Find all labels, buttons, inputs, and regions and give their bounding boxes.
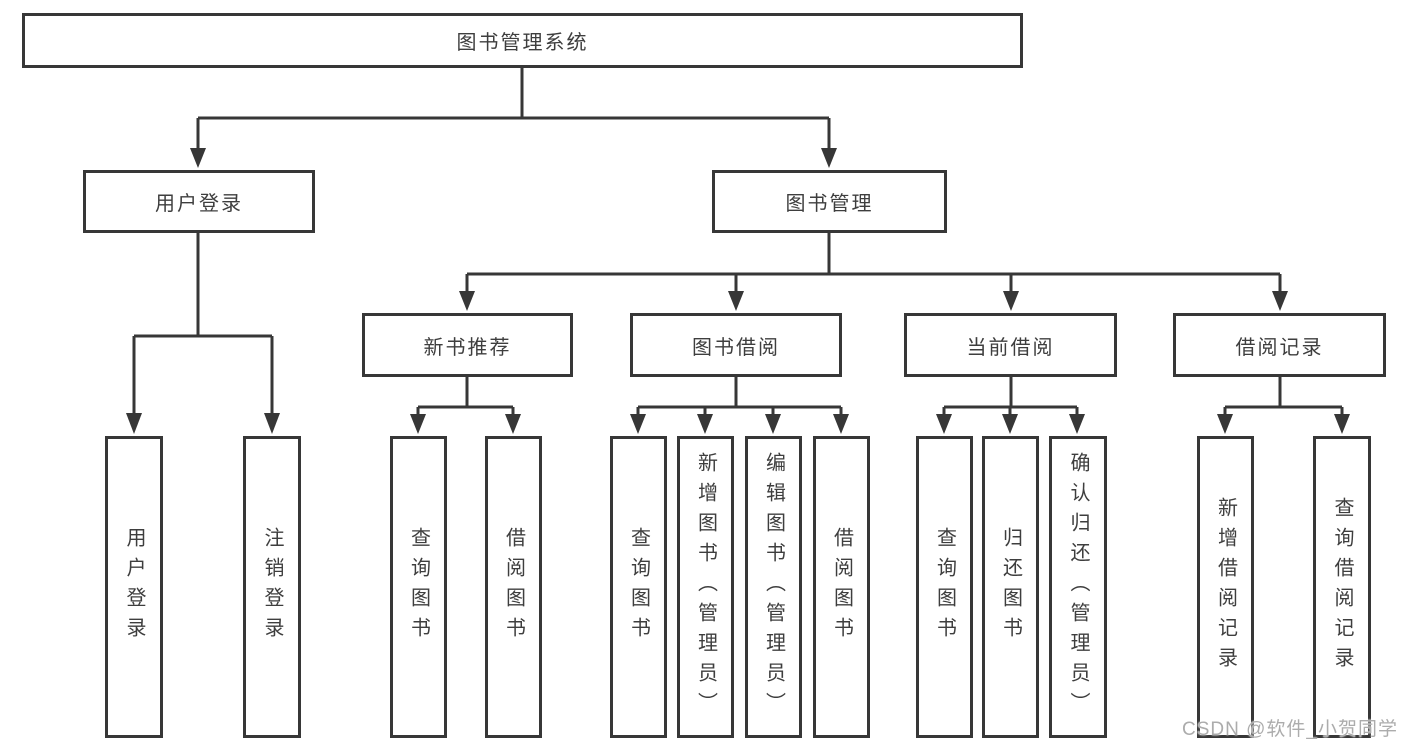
connector-borrowing-records-to-leaves: [1217, 377, 1350, 434]
leaf-add-borrow-record: 新增借阅记录: [1197, 436, 1254, 738]
leaf-return-books-label: 归还图书: [999, 527, 1022, 647]
node-current-borrowing: 当前借阅: [904, 313, 1117, 377]
watermark: CSDN @软件_小贺同学: [1182, 719, 1398, 740]
leaf-confirm-return-admin: 确认归还（管理员）: [1049, 436, 1107, 738]
leaf-query-books-current: 查询图书: [916, 436, 973, 738]
arrowhead: [833, 414, 849, 434]
arrowhead: [1334, 414, 1350, 434]
node-book-management: 图书管理: [712, 170, 947, 233]
node-book-borrowing-label: 图书借阅: [692, 336, 780, 359]
leaf-borrow-books-borrowing: 借阅图书: [813, 436, 870, 738]
node-borrowing-records: 借阅记录: [1173, 313, 1386, 377]
leaf-query-borrow-record-label: 查询借阅记录: [1331, 497, 1353, 677]
node-book-borrowing: 图书借阅: [630, 313, 842, 377]
arrowhead: [1272, 291, 1288, 311]
connector-root-to-level2: [190, 68, 837, 168]
leaf-add-book-admin: 新增图书（管理员）: [677, 436, 734, 738]
arrowhead: [765, 414, 781, 434]
arrowhead: [410, 414, 426, 434]
leaf-query-books-recommend: 查询图书: [390, 436, 447, 738]
connector-current-borrowing-to-leaves: [936, 377, 1085, 434]
arrowhead: [126, 413, 142, 434]
node-root-label: 图书管理系统: [456, 32, 589, 54]
arrowhead: [1069, 414, 1085, 434]
leaf-edit-book-admin: 编辑图书（管理员）: [745, 436, 802, 738]
arrowhead: [728, 291, 744, 311]
leaf-query-books-borrowing-label: 查询图书: [627, 527, 650, 647]
node-new-book-recommend-label: 新书推荐: [423, 336, 512, 359]
node-user-login-label: 用户登录: [155, 193, 243, 215]
leaf-query-books-current-label: 查询图书: [933, 527, 956, 647]
connector-user-login-to-leaves: [126, 233, 280, 434]
leaf-logout-label: 注销登录: [261, 527, 283, 647]
leaf-query-books-borrowing: 查询图书: [610, 436, 667, 738]
node-book-management-label: 图书管理: [785, 193, 874, 215]
leaf-query-borrow-record: 查询借阅记录: [1313, 436, 1371, 738]
connector-book-borrowing-to-leaves: [630, 377, 849, 434]
node-new-book-recommend: 新书推荐: [362, 313, 573, 377]
arrowhead: [1217, 414, 1233, 434]
arrowhead: [459, 291, 475, 311]
arrowhead: [697, 414, 713, 434]
arrowhead: [1003, 291, 1019, 311]
node-current-borrowing-label: 当前借阅: [966, 336, 1055, 359]
arrowhead: [936, 414, 952, 434]
leaf-user-login: 用户登录: [105, 436, 163, 738]
leaf-add-book-admin-label: 新增图书（管理员）: [694, 452, 717, 722]
leaf-logout: 注销登录: [243, 436, 301, 738]
arrowhead: [821, 148, 837, 168]
arrowhead: [264, 413, 280, 434]
leaf-borrow-books-borrowing-label: 借阅图书: [830, 527, 853, 647]
node-user-login: 用户登录: [83, 170, 315, 233]
leaf-user-login-label: 用户登录: [123, 527, 145, 647]
connector-new-book-recommend-to-leaves: [410, 377, 521, 434]
arrowhead: [190, 148, 206, 168]
arrowhead: [630, 414, 646, 434]
leaf-query-books-recommend-label: 查询图书: [407, 527, 430, 647]
leaf-edit-book-admin-label: 编辑图书（管理员）: [762, 452, 785, 722]
leaf-borrow-books-recommend: 借阅图书: [485, 436, 542, 738]
arrowhead: [1002, 414, 1018, 434]
node-root: 图书管理系统: [22, 13, 1023, 68]
leaf-return-books: 归还图书: [982, 436, 1039, 738]
connector-book-management-to-level3: [459, 233, 1288, 311]
node-borrowing-records-label: 借阅记录: [1235, 336, 1324, 359]
arrowhead: [505, 414, 521, 434]
leaf-add-borrow-record-label: 新增借阅记录: [1214, 497, 1237, 677]
leaf-confirm-return-admin-label: 确认归还（管理员）: [1067, 452, 1089, 722]
leaf-borrow-books-recommend-label: 借阅图书: [502, 527, 525, 647]
